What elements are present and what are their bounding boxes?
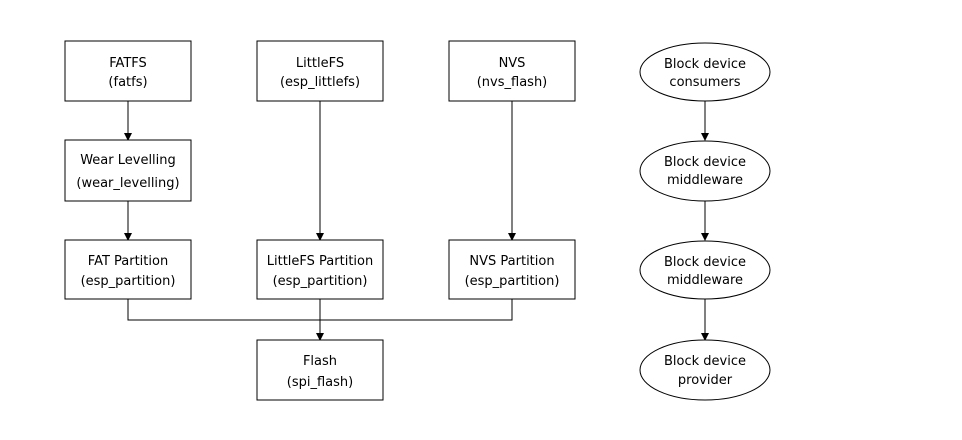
node-littlefs-name: LittleFS xyxy=(296,56,344,71)
legend-provider-line1: Block device xyxy=(664,354,746,369)
node-nvs-partition: NVS Partition (esp_partition) xyxy=(448,239,576,300)
legend-consumers: Block device consumers xyxy=(639,42,771,102)
node-nvs-partition-component: (esp_partition) xyxy=(465,274,560,289)
legend-middleware-2: Block device middleware xyxy=(639,240,771,300)
node-flash-name: Flash xyxy=(303,354,337,369)
node-nvs-component: (nvs_flash) xyxy=(477,75,548,90)
node-nvs: NVS (nvs_flash) xyxy=(448,40,576,102)
node-wear-levelling: Wear Levelling (wear_levelling) xyxy=(64,139,192,202)
node-fat-partition-component: (esp_partition) xyxy=(81,274,176,289)
node-flash: Flash (spi_flash) xyxy=(256,339,384,401)
node-nvs-name: NVS xyxy=(499,56,526,71)
node-littlefs-component: (esp_littlefs) xyxy=(280,75,360,90)
legend-middleware-1: Block device middleware xyxy=(639,140,771,202)
node-fat-partition-name: FAT Partition xyxy=(88,254,168,269)
legend-provider: Block device provider xyxy=(639,339,771,401)
node-fat-partition: FAT Partition (esp_partition) xyxy=(64,239,192,300)
node-littlefs: LittleFS (esp_littlefs) xyxy=(256,40,384,102)
node-fatfs: FATFS (fatfs) xyxy=(64,40,192,102)
legend-consumers-line2: consumers xyxy=(669,75,740,90)
legend-provider-line2: provider xyxy=(678,373,733,388)
legend-consumers-line1: Block device xyxy=(664,57,746,72)
legend-middleware-2-line1: Block device xyxy=(664,255,746,270)
node-nvs-partition-name: NVS Partition xyxy=(469,254,554,269)
node-fatfs-component: (fatfs) xyxy=(108,75,147,90)
legend-middleware-1-line1: Block device xyxy=(664,155,746,170)
node-littlefs-partition-component: (esp_partition) xyxy=(273,274,368,289)
legend-middleware-2-line2: middleware xyxy=(667,273,743,288)
node-flash-component: (spi_flash) xyxy=(287,375,353,390)
node-littlefs-partition-name: LittleFS Partition xyxy=(267,254,373,269)
node-wear-levelling-name: Wear Levelling xyxy=(80,153,176,168)
node-fatfs-name: FATFS xyxy=(109,56,147,71)
legend-middleware-1-line2: middleware xyxy=(667,173,743,188)
node-wear-levelling-component: (wear_levelling) xyxy=(76,176,179,191)
node-littlefs-partition: LittleFS Partition (esp_partition) xyxy=(256,239,384,300)
